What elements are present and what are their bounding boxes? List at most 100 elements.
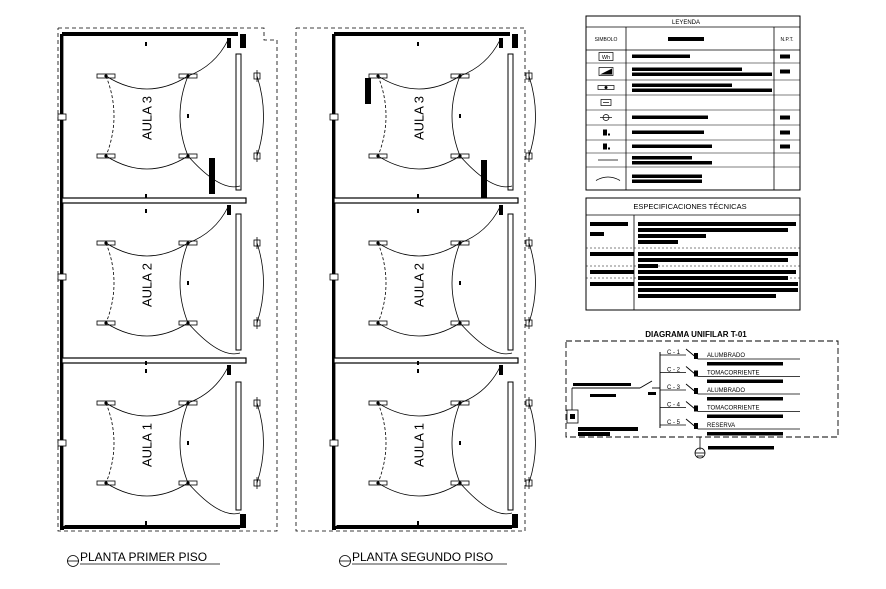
legend-col-npt: N.P.T. — [781, 37, 794, 43]
legend-col-symbol: SIMBOLO — [595, 37, 618, 43]
legend-description — [632, 67, 742, 71]
circuit-code: C - 5 — [667, 420, 681, 426]
spec-value — [638, 252, 798, 256]
column — [57, 113, 67, 121]
spec-label — [590, 270, 634, 274]
circuit-wire — [459, 206, 501, 244]
spec-label — [590, 222, 628, 226]
circuit-wire — [377, 402, 461, 417]
classroom: AULA 3 — [96, 38, 264, 198]
circuit-wire — [459, 366, 501, 404]
classroom: AULA 1 — [368, 365, 536, 525]
legend-npt-value — [780, 54, 790, 59]
column — [329, 113, 339, 121]
circuit-label: TOMACORRIENTE — [707, 371, 760, 377]
meter-label — [578, 432, 610, 436]
circuit-code: C - 1 — [667, 350, 681, 356]
specs-title: ESPECIFICACIONES TÉCNICAS — [633, 202, 746, 211]
circuit-wire — [459, 39, 501, 77]
outlet-icon — [603, 143, 610, 150]
room-label: AULA 2 — [411, 263, 426, 307]
distribution-board — [240, 514, 246, 528]
window — [235, 381, 242, 511]
circuit-wire — [105, 75, 189, 90]
junction-box-icon — [600, 99, 612, 106]
outlet-wire — [528, 75, 536, 157]
wall-fixture-icon — [600, 114, 612, 121]
unifilar-title: DIAGRAMA UNIFILAR T-01 — [645, 330, 747, 339]
feeder-label — [573, 383, 631, 386]
distribution-board — [240, 34, 246, 48]
plan-title: PLANTA PRIMER PISO — [80, 550, 207, 564]
legend-npt-value — [780, 144, 790, 149]
circuit-code: C - 2 — [667, 368, 681, 374]
circuit-conductor-spec — [707, 432, 783, 436]
spec-value — [638, 270, 796, 274]
distribution-board-icon — [598, 67, 614, 76]
circuit-branch: C - 5 RESERVA — [660, 418, 800, 436]
legend-npt-value — [780, 69, 790, 74]
spec-label — [590, 252, 634, 256]
legend-description — [632, 174, 702, 178]
outlet-wire — [256, 75, 264, 157]
room-label: AULA 1 — [139, 423, 154, 467]
window — [507, 381, 514, 511]
circuit-wire — [377, 322, 461, 337]
blackboard — [481, 160, 487, 198]
circuit-wire — [179, 75, 189, 157]
circuit-wire — [105, 242, 115, 324]
legend-description — [632, 72, 772, 76]
floor-plan: AULA 3 AULA 2 AULA 1 PLANTA PRIMER PISO — [57, 27, 278, 567]
circuit-label: RESERVA — [707, 423, 735, 429]
spec-value — [638, 276, 788, 280]
underfloor-conduit-icon — [595, 176, 621, 181]
circuit-conductor-spec — [707, 414, 783, 418]
watt-hour-meter-icon: Wh — [598, 52, 614, 61]
room-label: AULA 2 — [139, 263, 154, 307]
switch — [499, 205, 503, 215]
specs-frame — [585, 197, 801, 311]
circuit-wire — [105, 75, 115, 157]
spec-value — [638, 240, 678, 244]
meter-label — [578, 427, 638, 431]
switch — [227, 365, 231, 375]
spec-value — [638, 222, 796, 226]
circuit-wire — [105, 242, 189, 257]
window — [235, 213, 242, 351]
column — [57, 439, 67, 447]
classroom: AULA 3 — [368, 38, 536, 198]
fluorescent-lamp-icon — [597, 85, 615, 90]
switch — [499, 38, 503, 48]
circuit-branch: C - 2 TOMACORRIENTE — [660, 366, 800, 383]
partition-wall — [333, 197, 519, 204]
circuit-wire — [187, 155, 241, 188]
legend-description — [632, 156, 692, 160]
spec-value — [638, 228, 788, 232]
legend-description — [632, 130, 704, 134]
board-enclosure — [565, 340, 839, 438]
circuit-wire — [105, 482, 189, 497]
spec-label — [590, 282, 634, 286]
room-label: AULA 1 — [411, 423, 426, 467]
window — [235, 53, 242, 191]
legend-description — [632, 179, 702, 183]
circuit-wire — [105, 322, 189, 337]
distribution-board — [512, 514, 518, 528]
svg-text:Wh: Wh — [602, 55, 610, 61]
spec-value — [638, 294, 776, 298]
spec-value — [638, 258, 788, 262]
circuit-wire — [451, 402, 461, 484]
partition-wall — [333, 357, 519, 364]
circuit-wire — [105, 402, 115, 484]
circuit-wire — [451, 242, 461, 324]
circuit-wire — [377, 402, 387, 484]
classroom: AULA 2 — [96, 205, 264, 365]
ground-label — [708, 446, 774, 450]
circuit-conductor-spec — [707, 362, 783, 366]
legend-description-header — [668, 37, 704, 41]
